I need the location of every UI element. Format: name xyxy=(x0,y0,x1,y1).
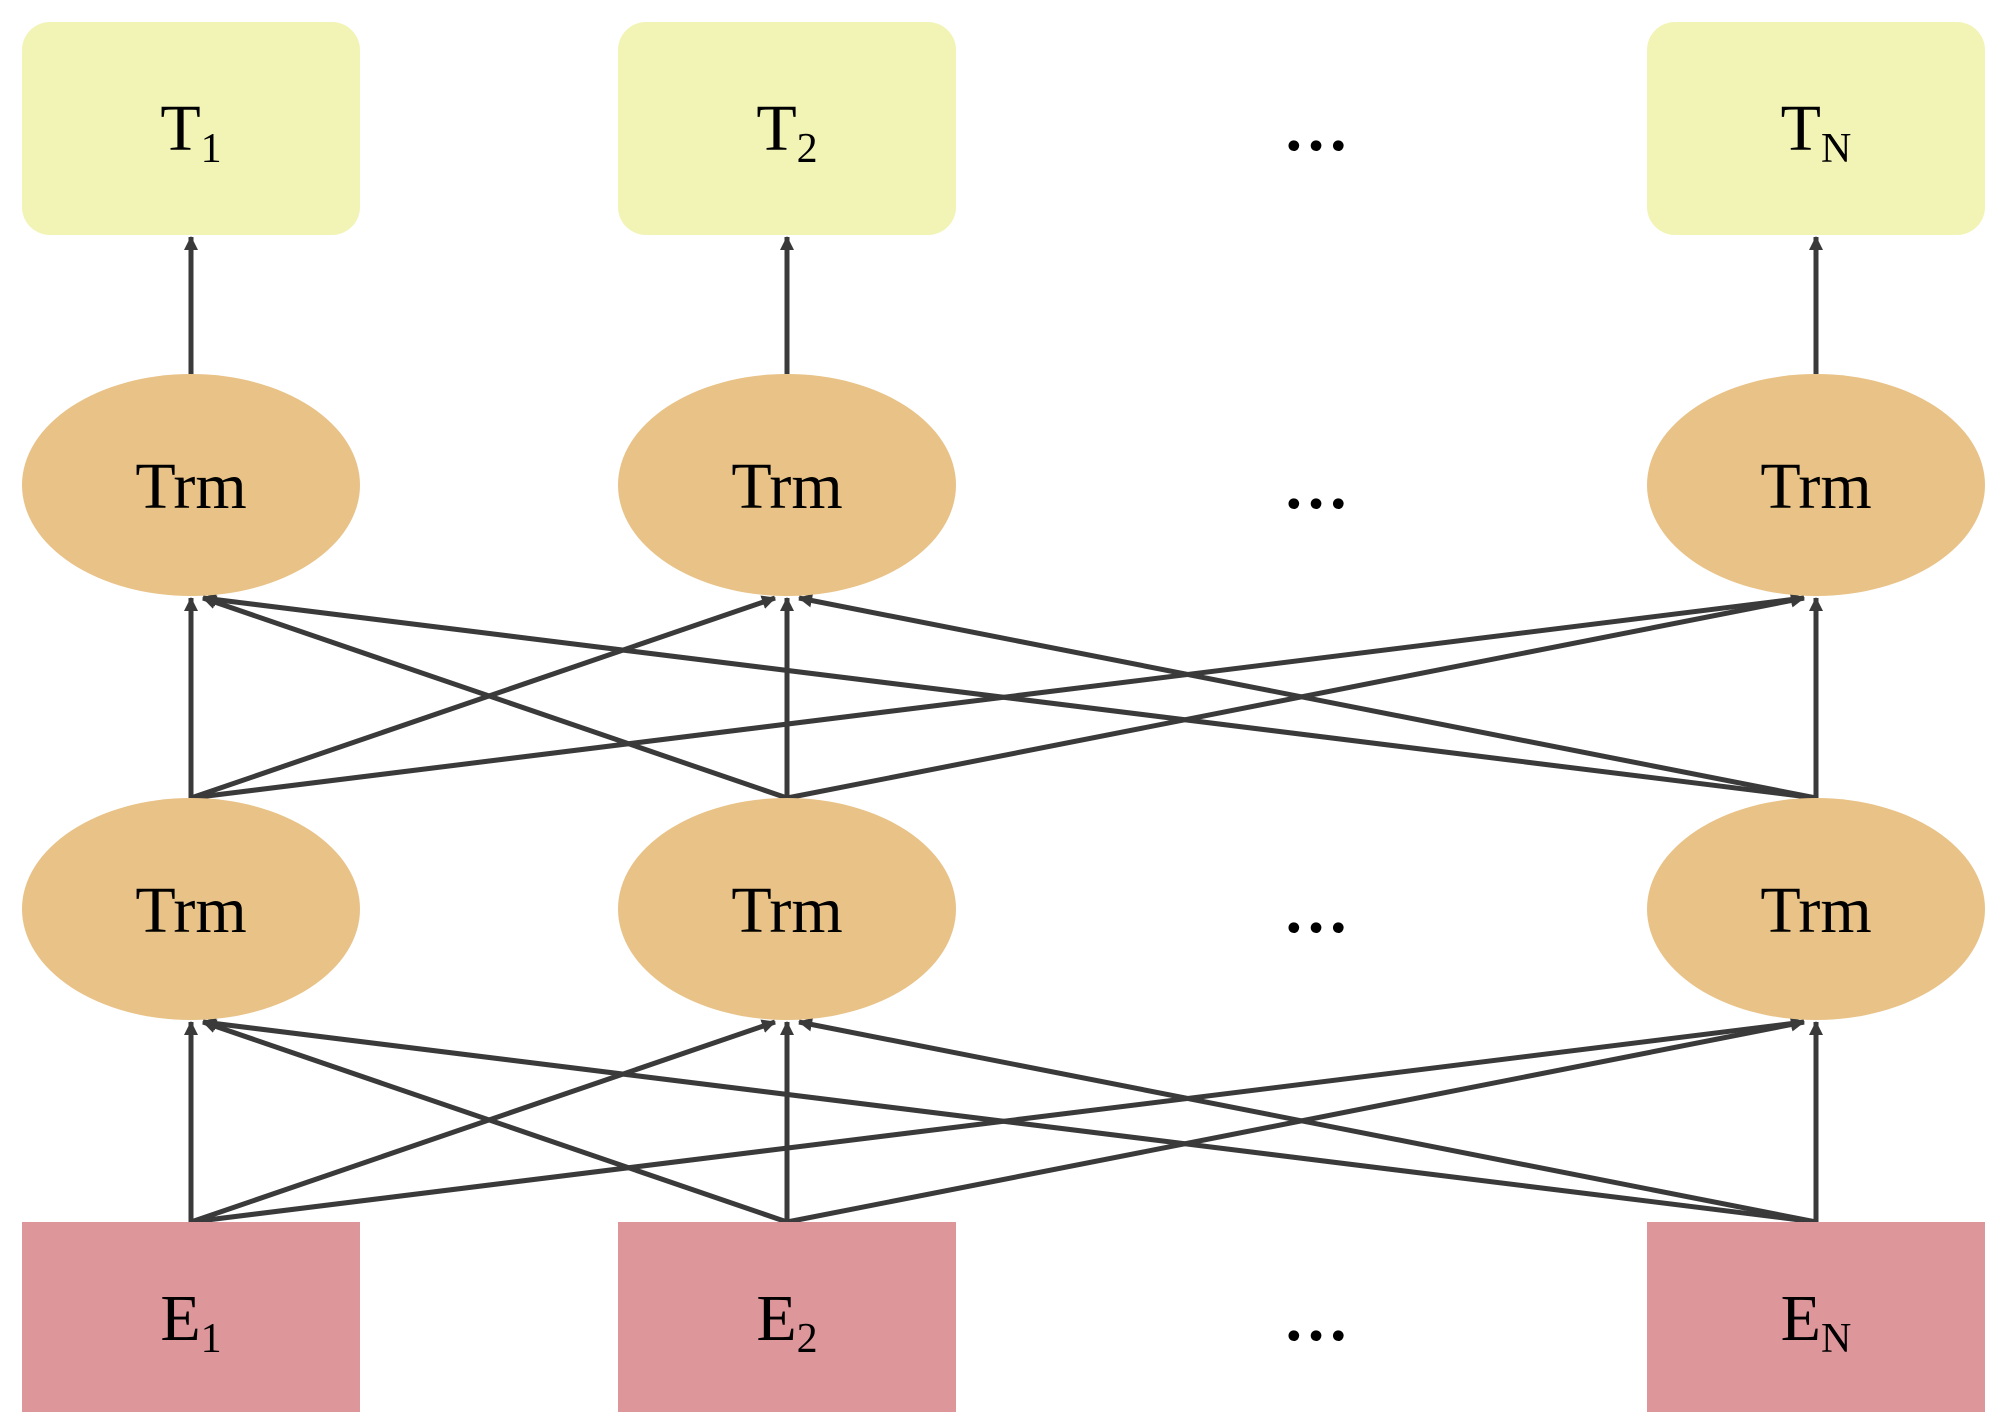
trm-ellipse xyxy=(618,798,956,1020)
output-label: T1 xyxy=(160,92,221,172)
trm-lower-ellipsis: … xyxy=(1283,874,1349,947)
output-node-tn: TN xyxy=(1647,22,1985,235)
trm-lower-layer: Trm Trm Trm … xyxy=(22,798,1985,1020)
input-node-e2: E2 xyxy=(618,1222,956,1412)
trm-ellipse xyxy=(22,374,360,596)
input-label: E2 xyxy=(756,1282,817,1362)
trm-ellipse xyxy=(1647,374,1985,596)
arrow-input-1-to-trm-lower-2 xyxy=(190,1019,776,1225)
trm-upper-layer: Trm Trm Trm … xyxy=(22,374,1985,596)
trm-upper-node-2: Trm xyxy=(618,374,956,596)
trm-label: Trm xyxy=(1760,874,1871,947)
input-ellipsis: … xyxy=(1283,1282,1349,1355)
input-box xyxy=(618,1222,956,1412)
input-layer: E1 E2 EN … xyxy=(22,1222,1985,1412)
connection-arrows xyxy=(184,236,1823,1225)
trm-lower-node-2: Trm xyxy=(618,798,956,1020)
output-label: T2 xyxy=(756,92,817,172)
arrow-trm-lower-3-to-trm-upper-1 xyxy=(202,592,1817,801)
trm-lower-node-n: Trm xyxy=(1647,798,1985,1020)
input-node-e1: E1 xyxy=(22,1222,360,1412)
trm-lower-node-1: Trm xyxy=(22,798,360,1020)
trm-label: Trm xyxy=(1760,450,1871,523)
arrow-trm-lower-2-to-trm-upper-1 xyxy=(202,595,788,801)
trm-upper-ellipsis: … xyxy=(1283,450,1349,523)
trm-label: Trm xyxy=(731,874,842,947)
output-box xyxy=(618,22,956,235)
trm-upper-node-1: Trm xyxy=(22,374,360,596)
arrow-trm-lower-1-to-trm-upper-2 xyxy=(190,595,776,801)
arrow-input-3-to-trm-lower-2 xyxy=(798,1017,1817,1225)
trm-upper-node-n: Trm xyxy=(1647,374,1985,596)
trm-label: Trm xyxy=(135,874,246,947)
output-box xyxy=(22,22,360,235)
output-ellipsis: … xyxy=(1283,92,1349,165)
input-label: E1 xyxy=(160,1282,221,1362)
arrow-input-3-to-trm-lower-1 xyxy=(202,1016,1817,1225)
arrow-trm-lower-3-to-trm-upper-2 xyxy=(798,593,1817,801)
input-box xyxy=(1647,1222,1985,1412)
output-node-t1: T1 xyxy=(22,22,360,235)
output-layer: T1 T2 TN … xyxy=(22,22,1985,235)
output-node-t2: T2 xyxy=(618,22,956,235)
trm-ellipse xyxy=(22,798,360,1020)
input-label: EN xyxy=(1781,1282,1852,1362)
trm-ellipse xyxy=(1647,798,1985,1020)
trm-label: Trm xyxy=(731,450,842,523)
output-box xyxy=(1647,22,1985,235)
input-box xyxy=(22,1222,360,1412)
output-label: TN xyxy=(1781,92,1852,172)
arrow-input-2-to-trm-lower-1 xyxy=(202,1019,788,1225)
trm-ellipse xyxy=(618,374,956,596)
trm-label: Trm xyxy=(135,450,246,523)
input-node-en: EN xyxy=(1647,1222,1985,1412)
